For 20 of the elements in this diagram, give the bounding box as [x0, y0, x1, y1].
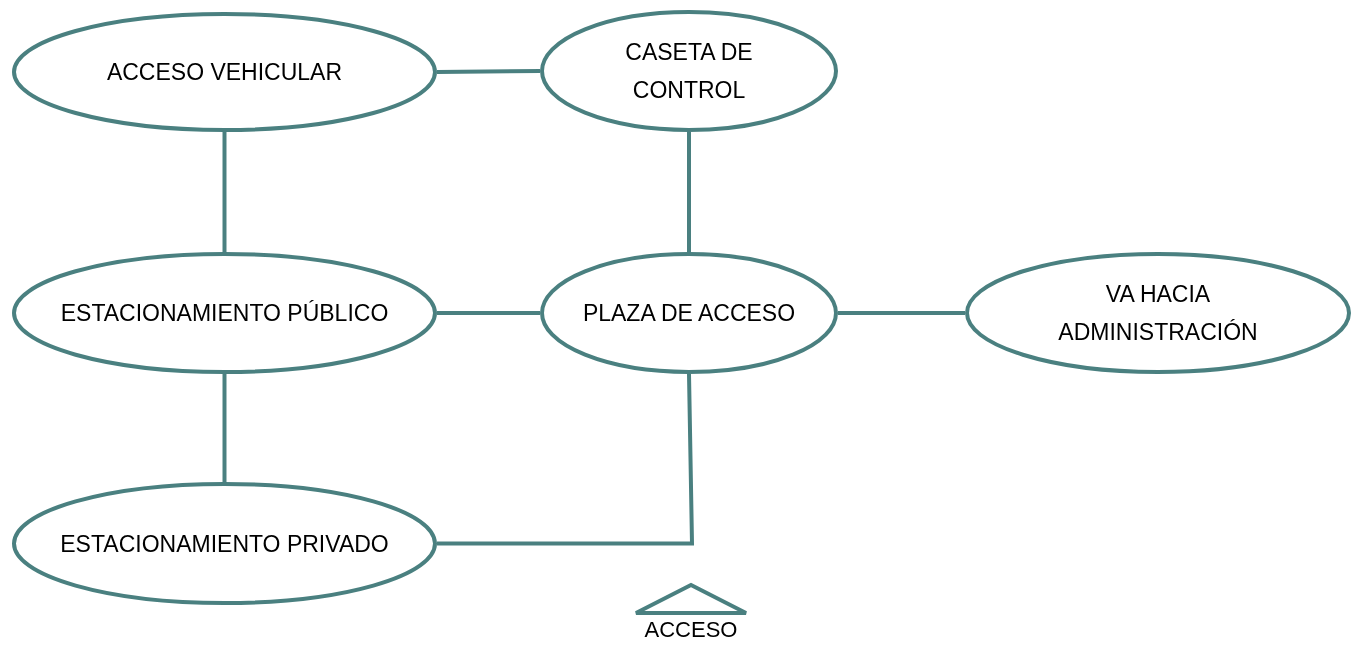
- connector-line: [222, 374, 227, 482]
- access-label: ACCESO: [644, 616, 738, 644]
- node-label: ESTACIONAMIENTO PÚBLICO: [59, 299, 390, 328]
- node-label: PLAZA DE ACCESO: [581, 299, 797, 328]
- connector-line: [437, 373, 695, 546]
- connector-line: [687, 132, 691, 252]
- ellipse-node: [12, 482, 437, 605]
- connector-line: [436, 69, 541, 74]
- node-label: ACCESO VEHICULAR: [105, 58, 344, 87]
- ellipse-node: [965, 252, 1351, 374]
- node-label: CASETA DE CONTROL: [624, 38, 754, 105]
- connector-line: [222, 132, 227, 252]
- node-label: ESTACIONAMIENTO PRIVADO: [59, 529, 390, 559]
- ellipse-node: [12, 12, 437, 132]
- ellipse-node: [540, 10, 838, 132]
- node-label: VA HACIA ADMINISTRACIÓN: [1057, 280, 1259, 347]
- ellipse-node: [12, 252, 437, 374]
- ellipse-node: [540, 252, 838, 374]
- connector-line: [838, 311, 965, 315]
- connector-line: [437, 311, 540, 315]
